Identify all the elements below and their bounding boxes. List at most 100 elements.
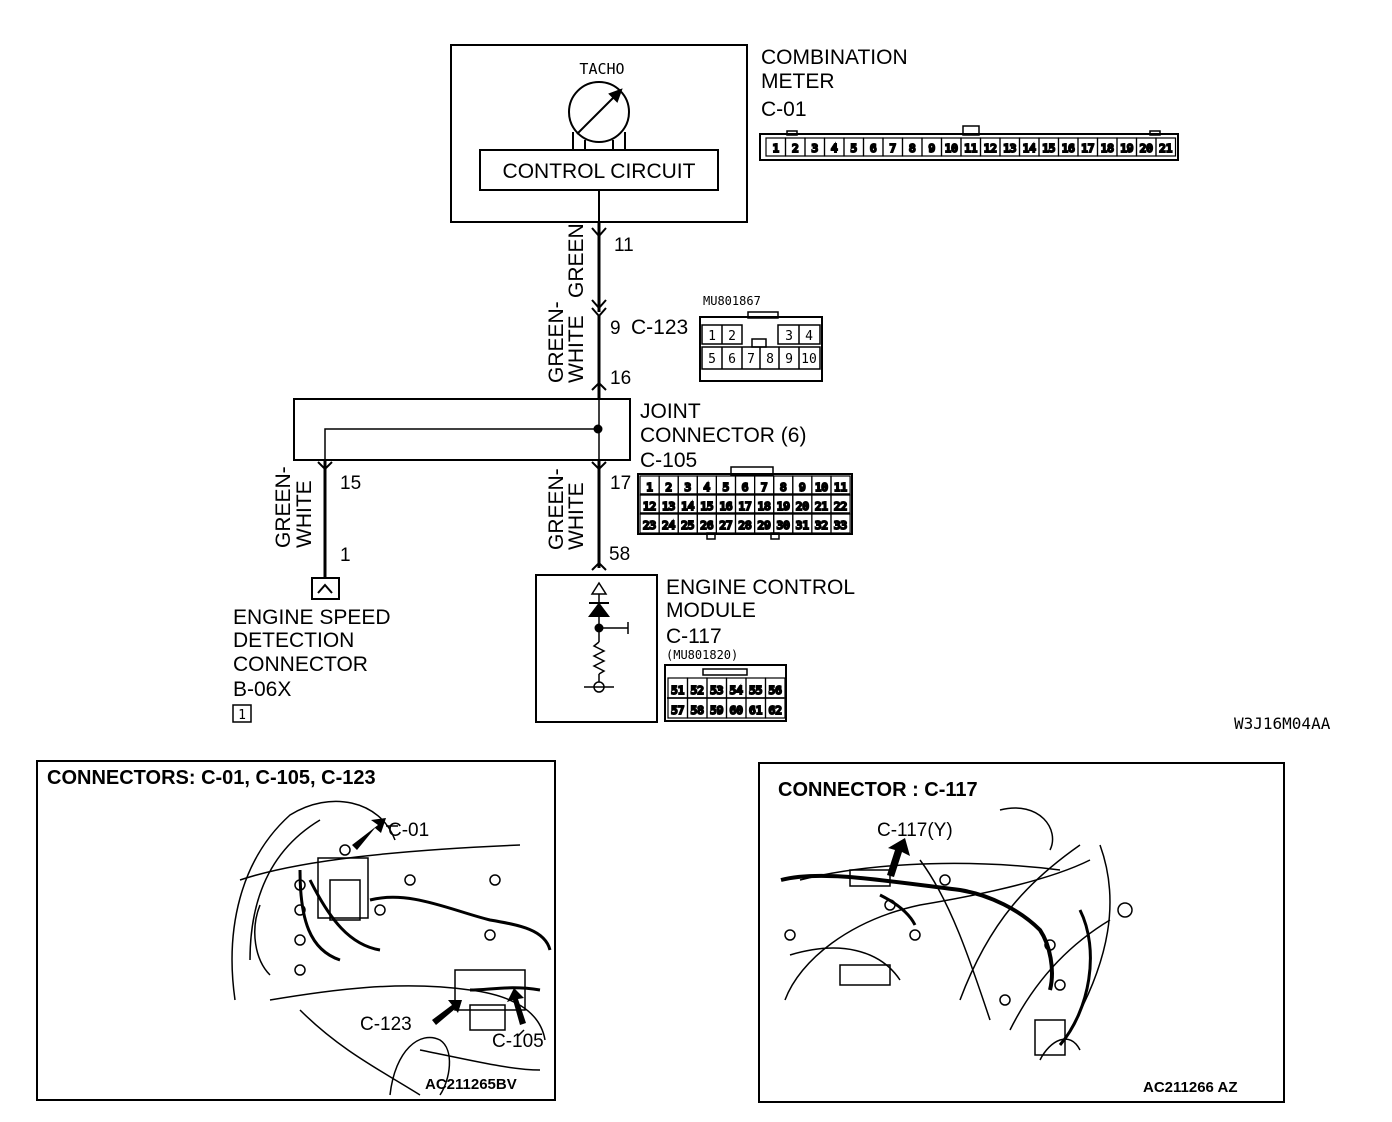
arrow-c105-icon bbox=[507, 988, 526, 1025]
pin-number: 4 bbox=[704, 481, 711, 494]
pin-number: 54 bbox=[730, 684, 744, 697]
esd-badge: 1 bbox=[238, 708, 246, 723]
pin-number: 15 bbox=[700, 500, 713, 513]
pin-11-label: 11 bbox=[614, 235, 634, 256]
pin-number: 58 bbox=[691, 704, 704, 717]
callout-c01: C-01 bbox=[388, 820, 429, 841]
meter-name-line2: METER bbox=[761, 70, 835, 93]
joint-name-line1: JOINT bbox=[640, 400, 701, 423]
tacho-label: TACHO bbox=[579, 60, 624, 78]
pin-number: 5 bbox=[850, 142, 857, 155]
svg-text:3: 3 bbox=[785, 329, 793, 344]
pin-number: 53 bbox=[710, 684, 723, 697]
pin-number: 52 bbox=[691, 684, 704, 697]
arrow-c123-icon bbox=[432, 1000, 462, 1025]
pin-number: 19 bbox=[777, 500, 790, 513]
panel-left-frame bbox=[36, 760, 556, 1101]
wire-green-label: GREEN bbox=[565, 223, 588, 298]
esd-name-line3: CONNECTOR bbox=[233, 653, 368, 676]
pin-number: 28 bbox=[738, 519, 751, 532]
callout-c117y: C-117(Y) bbox=[877, 820, 953, 841]
pin-number: 61 bbox=[749, 704, 762, 717]
pin-number: 29 bbox=[758, 519, 771, 532]
pin-number: 21 bbox=[815, 500, 828, 513]
esd-connector-id: B-06X bbox=[233, 678, 291, 701]
pin-number: 1 bbox=[646, 481, 653, 494]
wire4-color-line1: GREEN- bbox=[545, 468, 568, 550]
arrow-c01-icon bbox=[352, 818, 386, 850]
panel-right-title: CONNECTOR : C-117 bbox=[778, 779, 978, 801]
pin-number: 22 bbox=[834, 500, 847, 513]
pin-number: 2 bbox=[665, 481, 672, 494]
pin-number: 26 bbox=[700, 519, 713, 532]
callout-c123: C-123 bbox=[360, 1014, 412, 1035]
joint-name-line2: CONNECTOR (6) bbox=[640, 424, 806, 447]
pin-number: 21 bbox=[1159, 142, 1172, 155]
pin-number: 12 bbox=[643, 500, 656, 513]
panel-right-frame bbox=[758, 762, 1285, 1103]
pin-number: 6 bbox=[742, 481, 749, 494]
pin-number: 25 bbox=[681, 519, 694, 532]
pin-number: 2 bbox=[792, 142, 799, 155]
pin-1-label: 1 bbox=[340, 545, 351, 566]
panel-left-code: AC211265BV bbox=[425, 1076, 517, 1093]
joint-connector-box bbox=[293, 398, 631, 461]
pin-number: 31 bbox=[796, 519, 809, 532]
pin-number: 60 bbox=[730, 704, 743, 717]
diode-icon bbox=[588, 602, 610, 617]
wire3-color-line2: WHITE bbox=[293, 480, 316, 548]
pin-number: 32 bbox=[815, 519, 828, 532]
pin-number: 59 bbox=[710, 704, 723, 717]
resistor-icon bbox=[592, 641, 606, 675]
c01-connector-face bbox=[759, 125, 1179, 161]
esd-badge-box bbox=[232, 704, 252, 723]
ecm-connector-id: C-117 bbox=[666, 625, 722, 648]
svg-text:8: 8 bbox=[766, 352, 774, 367]
dashboard-right-illustration bbox=[780, 807, 1133, 1061]
svg-text:1: 1 bbox=[708, 329, 716, 344]
pin-number: 24 bbox=[662, 519, 676, 532]
c123-connector-face bbox=[699, 311, 823, 382]
pin-number: 23 bbox=[643, 519, 656, 532]
pin-number: 11 bbox=[964, 142, 977, 155]
pin-cell bbox=[830, 513, 851, 534]
esd-name-line2: DETECTION bbox=[233, 629, 354, 652]
esd-name-line1: ENGINE SPEED bbox=[233, 606, 391, 629]
pin-number: 20 bbox=[1140, 142, 1153, 155]
pin-number: 10 bbox=[945, 142, 958, 155]
pin-number: 3 bbox=[811, 142, 818, 155]
pin-number: 17 bbox=[1081, 142, 1094, 155]
svg-text:9: 9 bbox=[785, 352, 793, 367]
pin-number: 12 bbox=[984, 142, 997, 155]
pin-9-label: 9 bbox=[610, 318, 621, 339]
svg-text:10: 10 bbox=[801, 352, 817, 367]
pin-number: 51 bbox=[671, 684, 684, 697]
pin-number: 6 bbox=[870, 142, 877, 155]
engine-speed-terminal-icon bbox=[311, 577, 340, 600]
pin-number: 13 bbox=[1003, 142, 1016, 155]
pin-number: 57 bbox=[671, 704, 684, 717]
pin-58-label: 58 bbox=[609, 544, 630, 565]
wire3-color-line1: GREEN- bbox=[272, 466, 295, 548]
pin-number: 15 bbox=[1042, 142, 1055, 155]
pin-number: 14 bbox=[681, 500, 695, 513]
pin-number: 16 bbox=[1062, 142, 1075, 155]
figure-code: W3J16M04AA bbox=[1234, 714, 1331, 733]
meter-connector-id: C-01 bbox=[761, 98, 807, 121]
pin-number: 16 bbox=[719, 500, 732, 513]
ecm-part-number: (MU801820) bbox=[666, 648, 738, 662]
svg-text:2: 2 bbox=[728, 329, 736, 344]
pin-number: 8 bbox=[780, 481, 787, 494]
panel-right-code: AC211266 AZ bbox=[1143, 1079, 1238, 1096]
pin-16-label: 16 bbox=[610, 368, 631, 389]
pin-number: 7 bbox=[889, 142, 896, 155]
svg-text:6: 6 bbox=[728, 352, 736, 367]
pin-number: 14 bbox=[1023, 142, 1037, 155]
control-circuit-label: CONTROL CIRCUIT bbox=[503, 160, 696, 183]
pin-number: 10 bbox=[815, 481, 828, 494]
pin-number: 30 bbox=[777, 519, 790, 532]
pin-number: 5 bbox=[723, 481, 730, 494]
